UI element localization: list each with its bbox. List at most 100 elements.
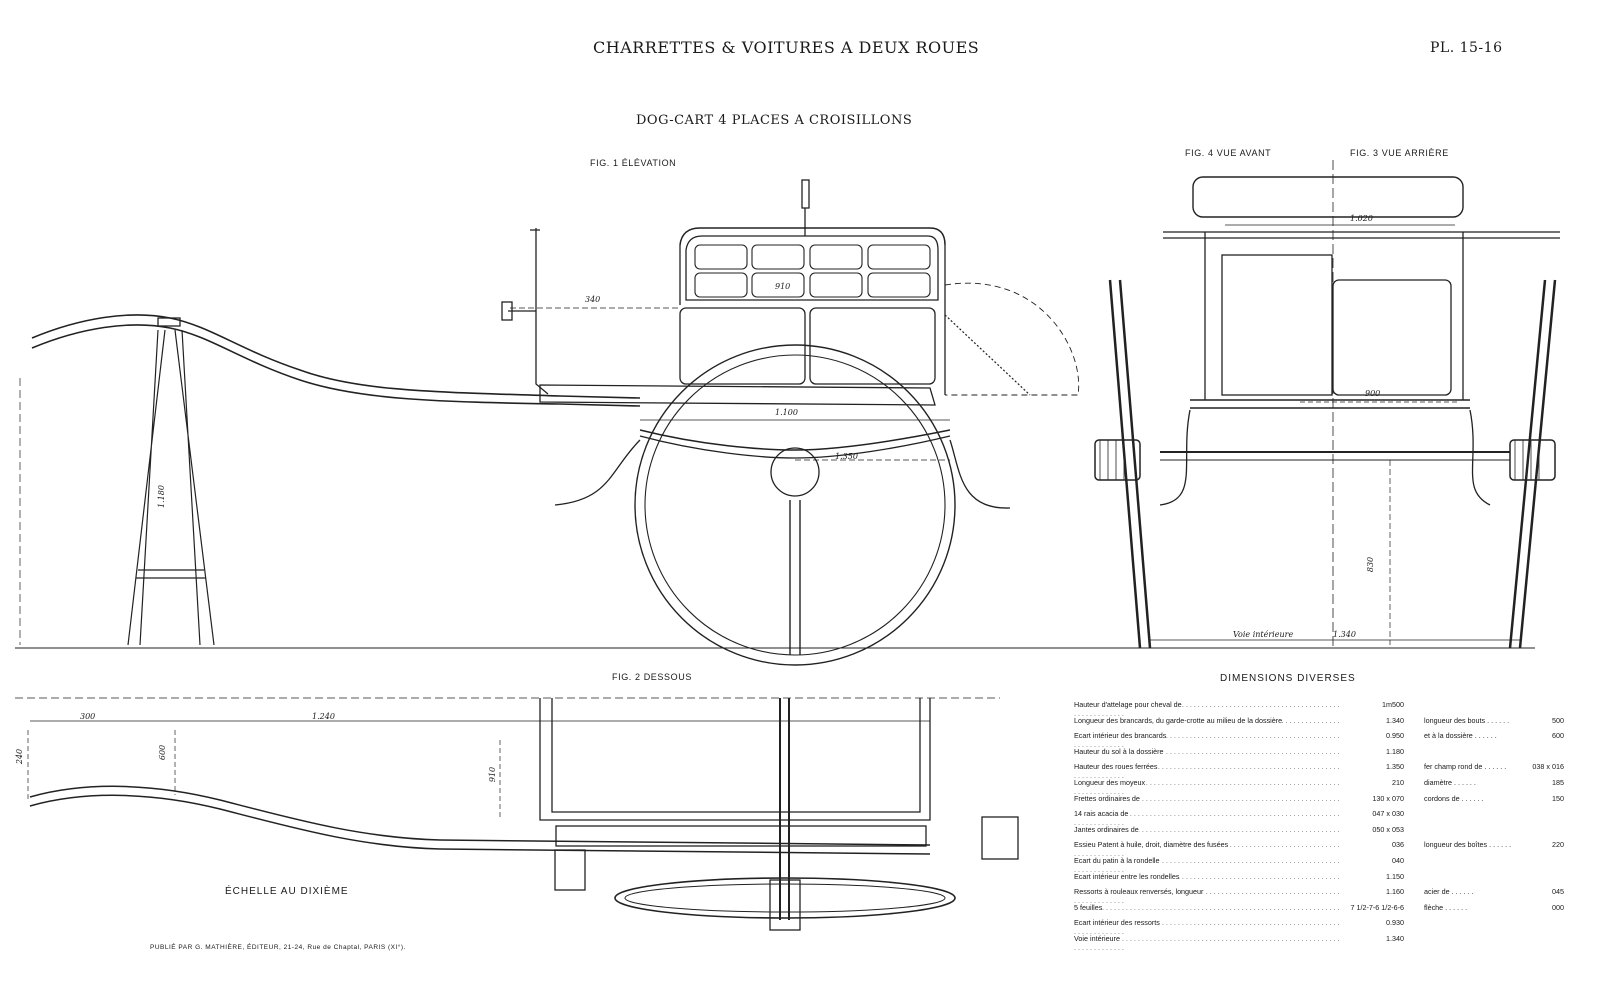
spring-scrolls: [554, 439, 1011, 509]
dimension-value-secondary: 000: [1552, 902, 1564, 912]
dimension-value: 7 1/2-7-6 1/2-6-6: [1350, 902, 1404, 912]
fig1-elevation: [19, 179, 1080, 666]
tailboard-chain: [944, 314, 1031, 396]
body-box-left: [1221, 254, 1333, 396]
dimension-value: 0.950: [1386, 731, 1404, 741]
body-panel-right: [809, 307, 936, 385]
dimension-label-secondary: longueur des boîtes . . . . . .: [1424, 840, 1512, 850]
left-hub: [1094, 439, 1141, 481]
dimension-row: . . . . . . . . . . . . . . . . . . . . …: [1074, 902, 1564, 921]
leader-dots: . . . . . . . . . . . . . . . . . . . . …: [1074, 778, 1340, 796]
dimension-row: . . . . . . . . . . . . . . . . . . . . …: [1074, 840, 1564, 858]
dimension-value: 130 x 070: [1372, 793, 1404, 803]
dimension-value: 210: [1392, 778, 1404, 787]
seat-rail: [1163, 231, 1560, 239]
plate-number: PL. 15-16: [1430, 40, 1503, 56]
shaft-lower: [31, 324, 641, 407]
dimension-label-secondary: et à la dossière . . . . . .: [1424, 731, 1497, 741]
leader-dots: . . . . . . . . . . . . . . . . . . . . …: [1074, 731, 1340, 750]
fig3-fig4-view: [1094, 160, 1560, 649]
fig4-label: FIG. 4 VUE AVANT: [1185, 148, 1272, 158]
dimension-label: Jantes ordinaires de: [1074, 824, 1139, 834]
publisher-line: PUBLIÉ PAR G. MATHIÈRE, ÉDITEUR, 21-24, …: [150, 944, 406, 951]
dimension-value: 050 x 053: [1372, 824, 1404, 834]
dimension-value: 1m500: [1382, 700, 1404, 709]
step-right: [981, 816, 1019, 860]
dimension-label: Ecart du patin à la rondelle: [1074, 856, 1160, 865]
dimension-label: Ecart intérieur des ressorts: [1074, 918, 1160, 928]
wheel-plan-hub: [769, 879, 801, 931]
hub-hatching: [1099, 440, 1540, 480]
leader-dots: . . . . . . . . . . . . . . . . . . . . …: [1074, 809, 1340, 828]
fig2-underside: [27, 698, 1019, 931]
dim-1100: 1.100: [775, 408, 798, 417]
dimension-label-secondary: diamètre . . . . . .: [1424, 778, 1476, 787]
dimension-value-secondary: 045: [1552, 887, 1564, 897]
shaft-upper: [31, 314, 641, 399]
shaft-clip: [157, 317, 181, 327]
leader-dots: . . . . . . . . . . . . . . . . . . . . …: [1074, 934, 1340, 952]
wheel-plan-rim: [614, 877, 956, 919]
dimension-label: Hauteur du sol à la dossière: [1074, 746, 1164, 756]
dimension-row: . . . . . . . . . . . . . . . . . . . . …: [1074, 887, 1564, 905]
dimension-row: . . . . . . . . . . . . . . . . . . . . …: [1074, 856, 1554, 874]
dim-900: 900: [1365, 389, 1381, 398]
scale-note: ÉCHELLE AU DIXIÈME: [225, 886, 349, 897]
dimension-value-secondary: 220: [1552, 840, 1564, 850]
wheel-inner: [644, 354, 946, 656]
dimension-value: 040: [1392, 856, 1404, 865]
right-wheel-rim: [1508, 279, 1557, 649]
seat-supports: [1204, 232, 1464, 400]
dimension-row: . . . . . . . . . . . . . . . . . . . . …: [1074, 824, 1554, 843]
shaft-stand: [127, 329, 215, 646]
axle-plan: [555, 825, 927, 847]
body-underside-inner: [551, 698, 921, 813]
body-posts: [679, 245, 946, 395]
dimension-value: 0.930: [1386, 918, 1404, 928]
dim-910-underside: 910: [488, 766, 498, 783]
dimension-row: . . . . . . . . . . . . . . . . . . . . …: [1074, 934, 1554, 952]
leader-dots: . . . . . . . . . . . . . . . . . . . . …: [1074, 746, 1340, 765]
seat-back-frame: [685, 235, 939, 301]
dimension-label: Ecart intérieur des brancards: [1074, 731, 1167, 741]
dimension-label: Longueur des moyeux: [1074, 778, 1146, 787]
dimension-row: . . . . . . . . . . . . . . . . . . . . …: [1074, 778, 1564, 796]
dim-1340: 1.340: [1333, 630, 1356, 639]
leader-dots: . . . . . . . . . . . . . . . . . . . . …: [1074, 824, 1340, 843]
lamp: [501, 301, 513, 321]
dimension-row: . . . . . . . . . . . . . . . . . . . . …: [1074, 918, 1554, 936]
dimension-label: Ressorts à rouleaux renversés, longueur: [1074, 887, 1204, 897]
leader-dots: . . . . . . . . . . . . . . . . . . . . …: [1074, 793, 1340, 812]
dimensions-title: DIMENSIONS DIVERSES: [1220, 673, 1356, 684]
leader-dots: . . . . . . . . . . . . . . . . . . . . …: [1074, 856, 1340, 874]
tailboard-arc: [944, 282, 1080, 396]
wheel-outer: [634, 344, 956, 666]
leader-dots: . . . . . . . . . . . . . . . . . . . . …: [1074, 918, 1340, 937]
dim-340: 340: [585, 295, 601, 304]
dim-voie-interieure: Voie intérieure: [1233, 630, 1294, 639]
leader-dots: . . . . . . . . . . . . . . . . . . . . …: [1074, 762, 1340, 781]
fig1-label: FIG. 1 ÉLÉVATION: [590, 158, 677, 168]
dimension-value: 1.180: [1386, 746, 1404, 756]
dimension-value-secondary: 038 x 016: [1532, 762, 1564, 772]
fig3-label: FIG. 3 VUE ARRIÈRE: [1350, 148, 1449, 158]
dimension-label-secondary: acier de . . . . . .: [1424, 887, 1474, 897]
dimension-value-secondary: 150: [1552, 793, 1564, 803]
body-underside: [539, 698, 931, 821]
body-box-right: [1332, 279, 1452, 396]
dim-600: 600: [158, 744, 168, 761]
leader-dots: . . . . . . . . . . . . . . . . . . . . …: [1074, 887, 1340, 906]
dimension-value-secondary: 600: [1552, 731, 1564, 741]
dimension-value: 1.150: [1386, 871, 1404, 881]
dim-910: 910: [775, 282, 791, 291]
body-floor: [539, 384, 936, 406]
dim-240: 240: [15, 748, 25, 765]
body-panel-left: [679, 307, 806, 385]
dimension-label: Ecart intérieur entre les rondelles: [1074, 871, 1180, 881]
page-title: CHARRETTES & VOITURES A DEUX ROUES: [593, 38, 980, 57]
seat-cushion: [1192, 176, 1464, 218]
whip-socket: [801, 179, 810, 209]
dimension-label: 14 rais acacia de: [1074, 809, 1129, 819]
dimension-value: 1.350: [1386, 762, 1404, 772]
dimension-label: 5 feuilles: [1074, 902, 1103, 912]
